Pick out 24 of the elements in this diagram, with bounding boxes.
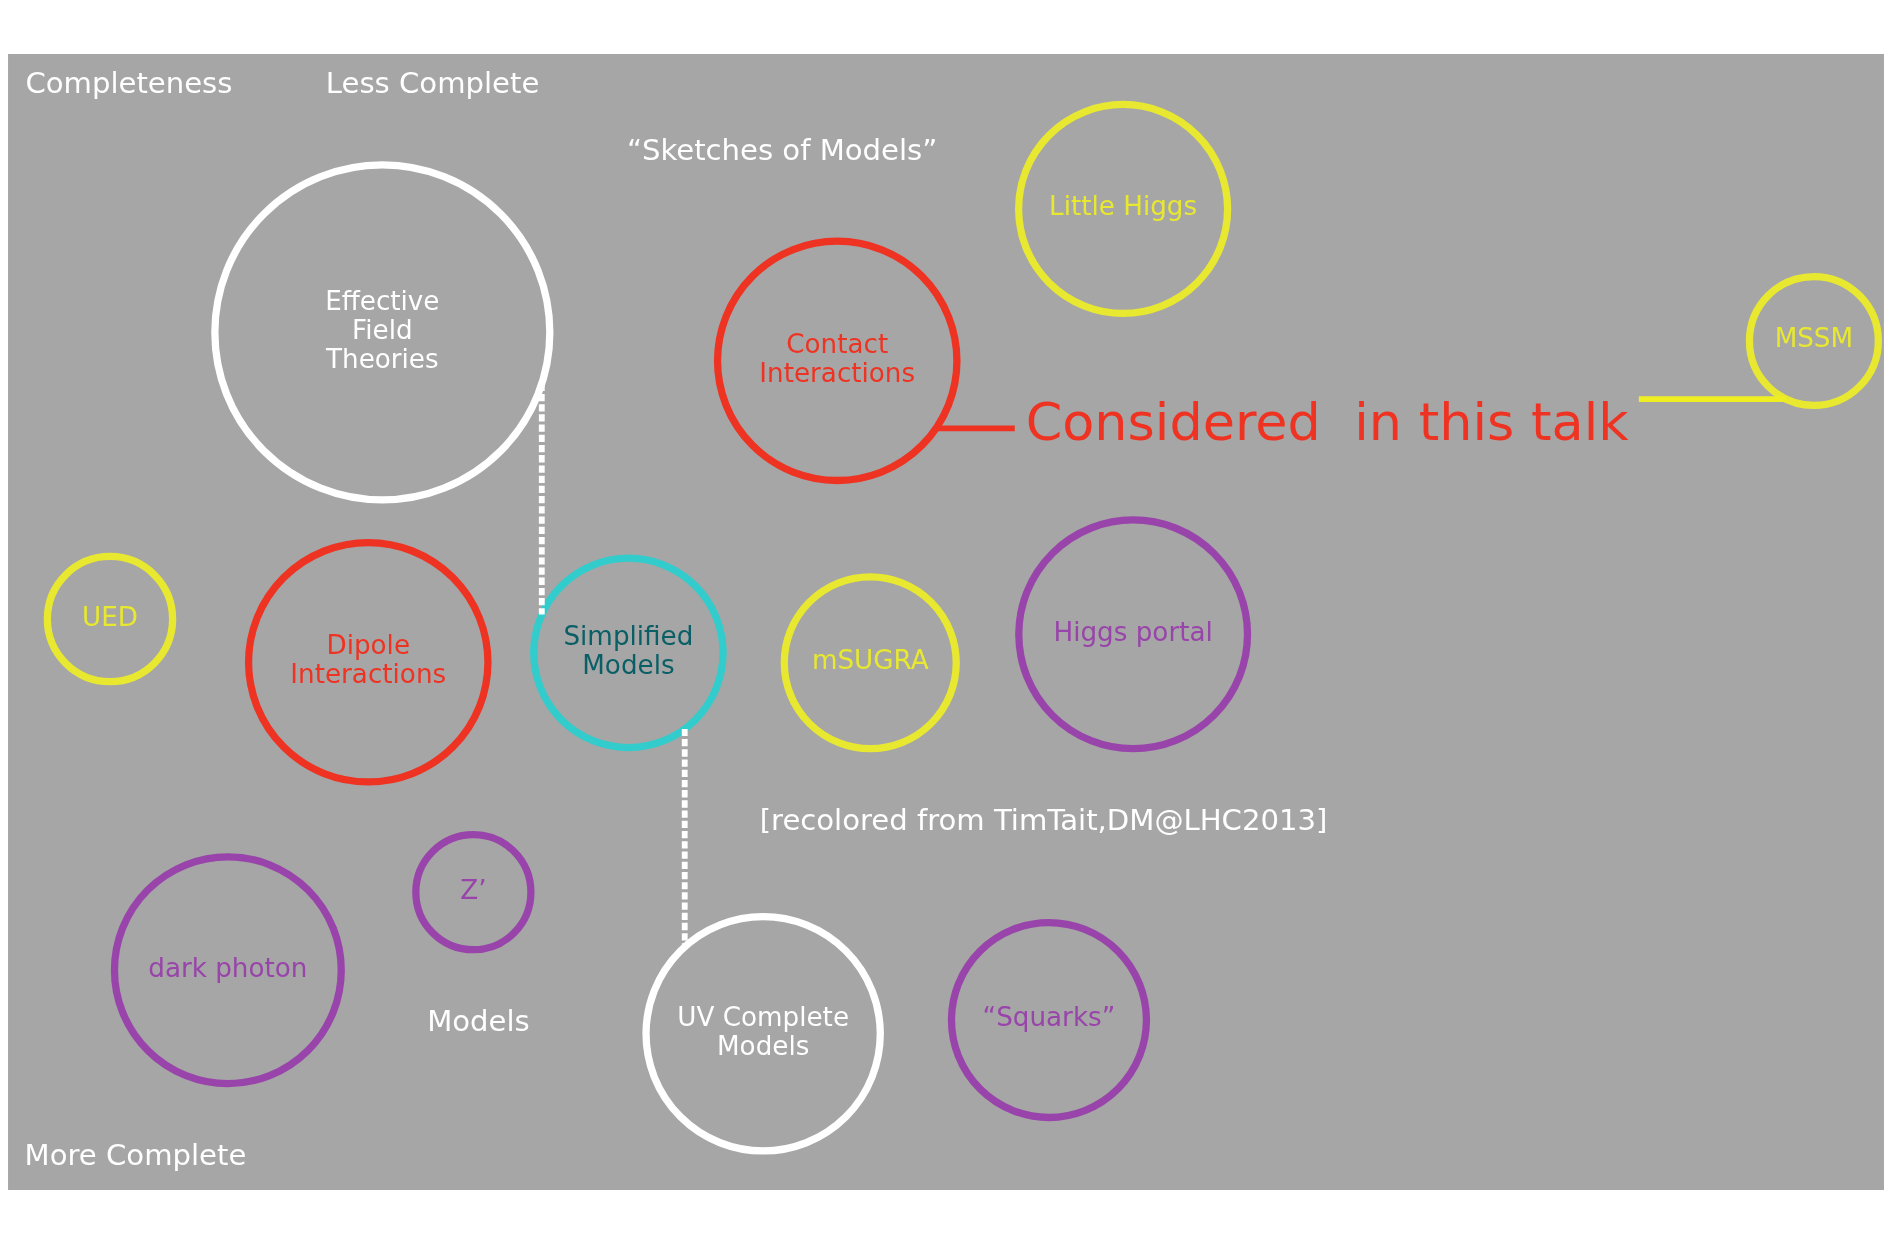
node-circle: Higgs portal (1015, 515, 1252, 752)
node-circle: UV Complete Models (642, 912, 884, 1155)
node-circle: Contact Interactions (713, 237, 961, 484)
connector (538, 383, 545, 615)
node-text: Considered in this talk (1025, 390, 1629, 452)
connector (936, 424, 1015, 431)
connector (1638, 395, 1787, 402)
label: [recolored from TimTait,DM@LHC2013] (759, 802, 1328, 837)
node-circle: MSSM (1745, 272, 1882, 409)
node-circle: dark photon (110, 852, 345, 1087)
node-circle: UED (43, 552, 177, 685)
label: Less Complete (325, 65, 540, 100)
connector (681, 728, 688, 947)
node-circle: Dipole Interactions (244, 538, 492, 786)
node-circle: Little Higgs (1015, 100, 1232, 317)
label: More Complete (24, 1137, 247, 1172)
label: “Sketches of Models” (626, 132, 938, 167)
label: Models (427, 1003, 530, 1038)
label: Completeness (25, 65, 233, 100)
node-circle: Z’ (412, 830, 535, 953)
node-circle: “Squarks” (947, 918, 1151, 1121)
node-circle: mSUGRA (780, 572, 960, 752)
node-circle: Simplified Models (530, 554, 727, 751)
node-circle: Effective Field Theories (211, 160, 554, 504)
